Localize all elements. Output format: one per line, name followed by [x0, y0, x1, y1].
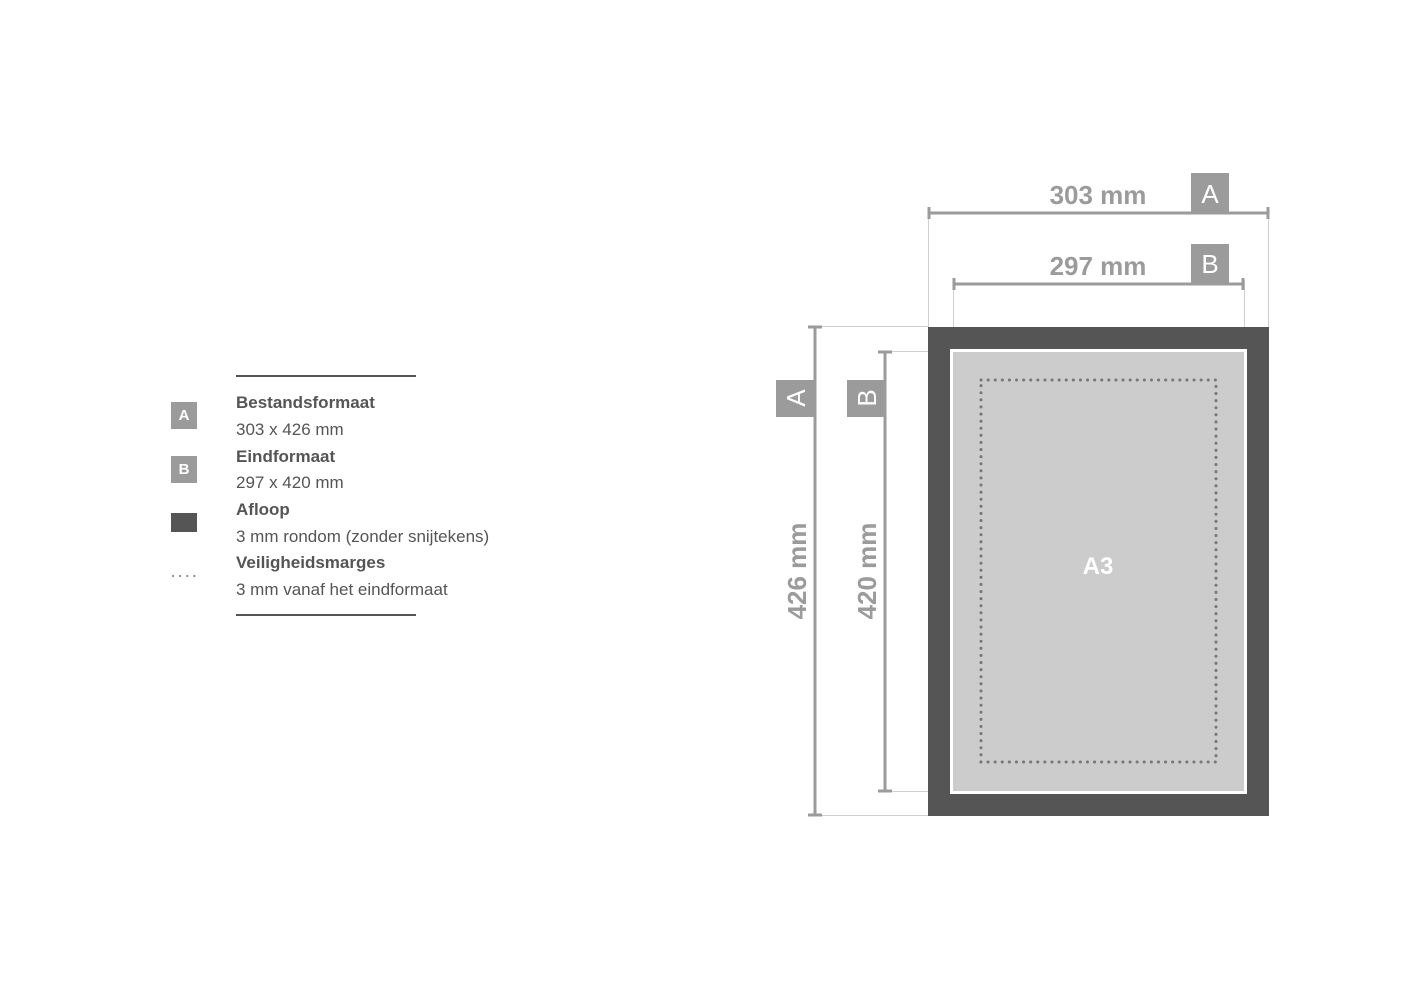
- height-b-badge: [847, 380, 885, 417]
- dimension-height-b: B 420 mm: [847, 350, 892, 793]
- legend-desc-safety: 3 mm vanaf het eindformaat: [236, 580, 448, 599]
- height-b-label: 420 mm: [852, 523, 882, 620]
- dimension-width-b: 297 mm B: [952, 244, 1245, 290]
- legend-title-safety: Veiligheidsmarges: [236, 553, 386, 572]
- trim-area: [950, 349, 1247, 794]
- height-a-badge-letter: A: [781, 389, 811, 407]
- dotted-line-icon: [172, 575, 199, 577]
- legend: A Bestandsformaat 303 x 426 mm B Eindfor…: [0, 0, 600, 992]
- legend-badge-b: B: [171, 456, 197, 483]
- dimension-height-a: A 426 mm: [776, 325, 822, 817]
- legend-desc-file-size: 303 x 426 mm: [236, 420, 344, 439]
- dimension-width-a: 303 mm A: [927, 173, 1270, 219]
- bleed-swatch-icon: [171, 513, 197, 532]
- legend-title-bleed: Afloop: [236, 500, 290, 519]
- legend-badge-a: A: [171, 402, 197, 429]
- width-b-badge: [1191, 244, 1229, 284]
- format-label: A3: [1083, 553, 1114, 580]
- legend-top-rule: [236, 375, 416, 377]
- legend-bottom-rule: [236, 614, 416, 616]
- width-a-label: 303 mm: [1050, 180, 1147, 210]
- width-b-badge-letter: B: [1201, 249, 1218, 279]
- height-a-badge: [776, 380, 815, 417]
- legend-desc-final-size: 297 x 420 mm: [236, 473, 344, 492]
- legend-title-file-size: Bestandsformaat: [236, 393, 375, 412]
- width-a-badge: [1191, 173, 1229, 213]
- safety-margin-outline: [979, 378, 1218, 764]
- legend-desc-bleed: 3 mm rondom (zonder snijtekens): [236, 527, 490, 546]
- height-a-label: 426 mm: [782, 523, 812, 620]
- width-b-label: 297 mm: [1050, 251, 1147, 281]
- legend-title-final-size: Eindformaat: [236, 447, 336, 466]
- height-b-badge-letter: B: [852, 389, 882, 406]
- width-a-badge-letter: A: [1201, 179, 1219, 209]
